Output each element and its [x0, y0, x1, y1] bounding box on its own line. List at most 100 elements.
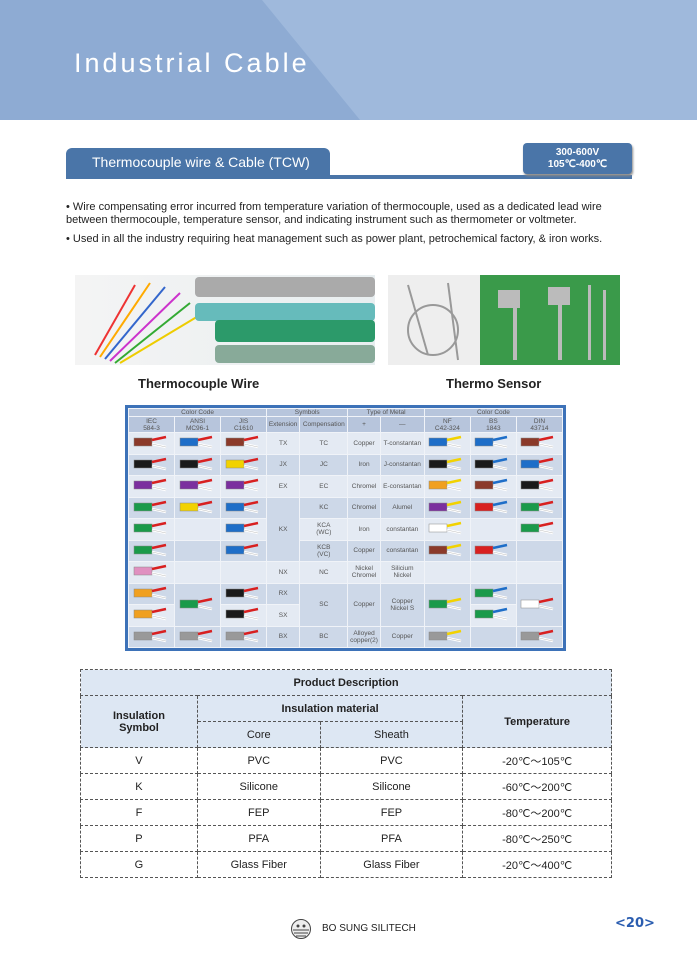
wire-color-cell	[220, 518, 268, 541]
wire-color-cell	[174, 539, 222, 562]
wire-color-cell	[469, 475, 517, 498]
wire-icon	[475, 436, 508, 449]
wire-color-cell	[220, 561, 268, 584]
wire-color-cell	[469, 432, 517, 455]
wire-icon	[225, 457, 258, 470]
symbol-cell: JC	[299, 453, 349, 476]
wire-color-cell	[515, 582, 564, 627]
symbol-cell: KX	[266, 496, 301, 562]
wire-color-cell	[174, 496, 222, 519]
wire-icon	[521, 500, 554, 513]
symbol-cell: TX	[266, 432, 301, 455]
wire-icon	[429, 457, 462, 470]
wire-color-cell	[469, 539, 517, 562]
wire-color-cell	[469, 453, 517, 476]
wire-color-cell	[220, 432, 268, 455]
cell-temp: -80℃～250℃	[462, 825, 612, 852]
wire-icon	[429, 500, 462, 513]
page-number: <20>	[615, 916, 655, 931]
cell-sheath: PVC	[319, 747, 464, 774]
wire-icon	[429, 543, 462, 556]
wire-color-cell	[174, 453, 222, 476]
header-band	[0, 0, 697, 120]
wire-icon	[225, 608, 258, 621]
wire-color-cell	[515, 625, 564, 648]
thermocouple-wire-caption: Thermocouple Wire	[138, 376, 260, 391]
wire-icon	[133, 565, 166, 578]
column-header: Extension	[266, 416, 301, 433]
section-tab: Thermocouple wire & Cable (TCW)	[66, 148, 330, 178]
wire-icon	[429, 597, 462, 610]
wire-icon	[429, 436, 462, 449]
wire-color-cell	[515, 561, 564, 584]
symbol-cell: Alloyed copper(2)	[347, 625, 381, 648]
symbol-cell: Copper Nickel S	[379, 582, 425, 627]
header-sheath: Sheath	[319, 721, 464, 748]
symbol-cell: constantan	[379, 539, 425, 562]
wire-icon	[133, 543, 166, 556]
wire-color-cell	[469, 582, 517, 605]
cell-symbol: P	[80, 825, 198, 852]
page-title: Industrial Cable	[74, 48, 310, 78]
group-header: Type of Metal	[347, 408, 425, 417]
wire-icon	[225, 500, 258, 513]
wire-icon	[521, 522, 554, 535]
symbol-cell: Chromel	[347, 475, 381, 498]
wire-color-cell	[127, 496, 176, 519]
wire-icon	[521, 457, 554, 470]
cell-sheath: FEP	[319, 799, 464, 826]
wire-icon	[179, 597, 212, 610]
wire-color-cell	[469, 604, 517, 627]
wire-icon	[133, 586, 166, 599]
symbol-cell: BC	[299, 625, 349, 648]
cell-symbol: G	[80, 851, 198, 878]
wire-icon	[475, 457, 508, 470]
cell-core: Silicone	[196, 773, 321, 800]
header-insulation-symbol: Insulation Symbol	[80, 695, 198, 748]
wire-icon	[133, 500, 166, 513]
column-header: DIN 43714	[515, 416, 564, 433]
wire-icon	[429, 629, 462, 642]
header-temperature: Temperature	[462, 695, 612, 748]
cell-temp: -80℃～200℃	[462, 799, 612, 826]
symbol-cell: Silicium Nickel	[379, 561, 425, 584]
cell-symbol: V	[80, 747, 198, 774]
wire-color-cell	[127, 582, 176, 605]
column-header: Compensation	[299, 416, 349, 433]
wire-color-cell	[220, 496, 268, 519]
cell-core: FEP	[196, 799, 321, 826]
wire-icon	[475, 479, 508, 492]
wire-color-cell	[127, 453, 176, 476]
wire-color-cell	[469, 561, 517, 584]
column-header: JIS C1610	[220, 416, 268, 433]
bullet-2: • Used in all the industry requiring hea…	[66, 233, 603, 245]
voltage-range: 300-600V	[555, 147, 600, 158]
symbol-cell: constantan	[379, 518, 425, 541]
symbol-cell: Copper	[347, 539, 381, 562]
wire-icon	[225, 479, 258, 492]
wire-icon	[225, 436, 258, 449]
wire-color-cell	[127, 604, 176, 627]
symbol-cell: SX	[266, 604, 301, 627]
symbol-cell: E-constantan	[379, 475, 425, 498]
wire-color-cell	[174, 518, 222, 541]
symbol-cell: KCA (WC)	[299, 518, 349, 541]
cell-core: Glass Fiber	[196, 851, 321, 878]
wire-color-cell	[174, 432, 222, 455]
wire-icon	[521, 479, 554, 492]
symbol-cell: Chromel	[347, 496, 381, 519]
wire-color-cell	[174, 582, 222, 627]
wire-color-cell	[423, 561, 471, 584]
header-insulation-material: Insulation material	[196, 695, 464, 722]
column-header: +	[347, 416, 381, 433]
cell-sheath: Silicone	[319, 773, 464, 800]
wire-color-cell	[127, 539, 176, 562]
symbol-cell: KCB (VC)	[299, 539, 349, 562]
symbol-cell: J-constantan	[379, 453, 425, 476]
wire-icon	[521, 629, 554, 642]
